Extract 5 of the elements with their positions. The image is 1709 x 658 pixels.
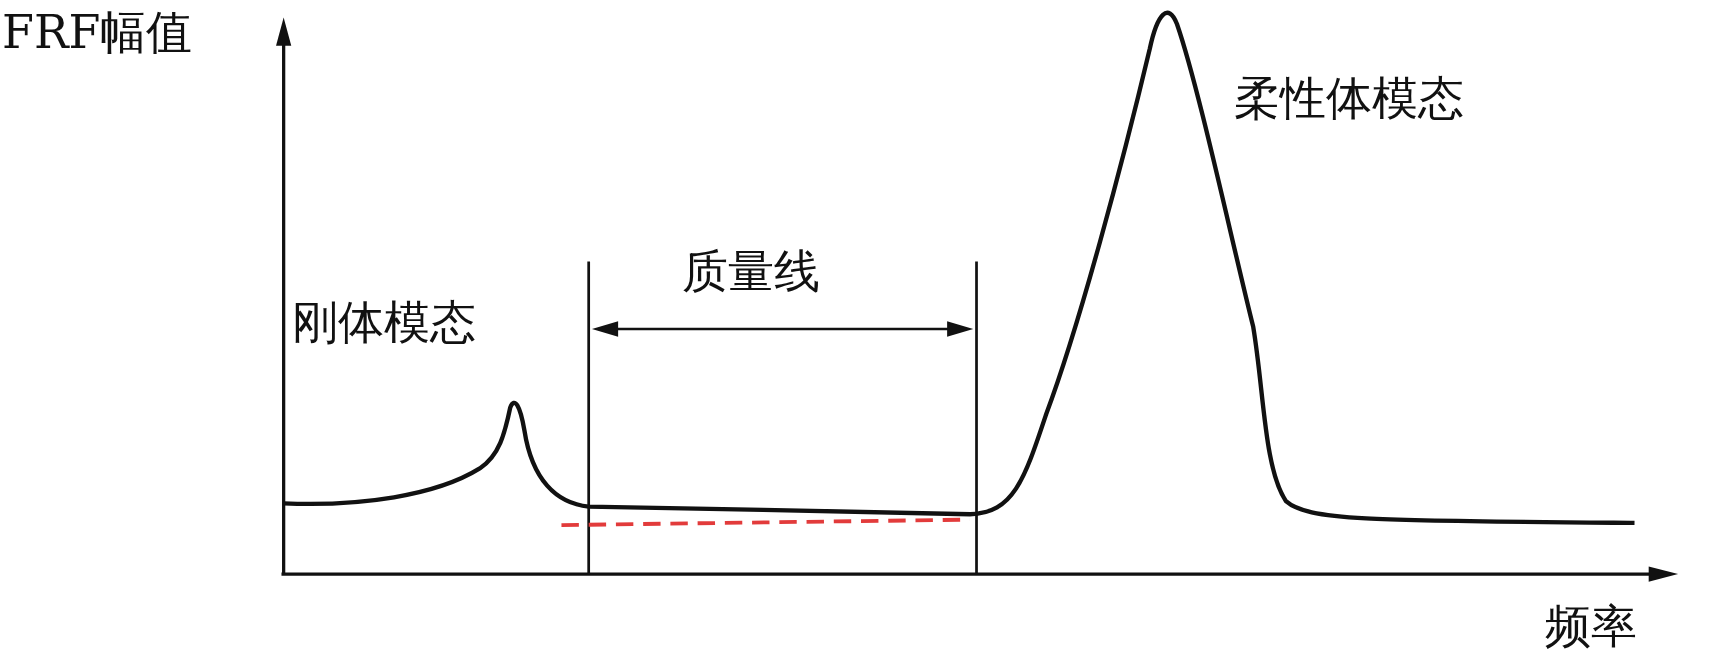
axis-title: FRF幅值: [2, 6, 193, 59]
peak-label: 柔性体模态: [1234, 72, 1464, 125]
axis-title: 频率: [1545, 600, 1637, 653]
peak-label: 刚体模态: [292, 296, 476, 349]
range-label: 质量线: [682, 245, 820, 298]
